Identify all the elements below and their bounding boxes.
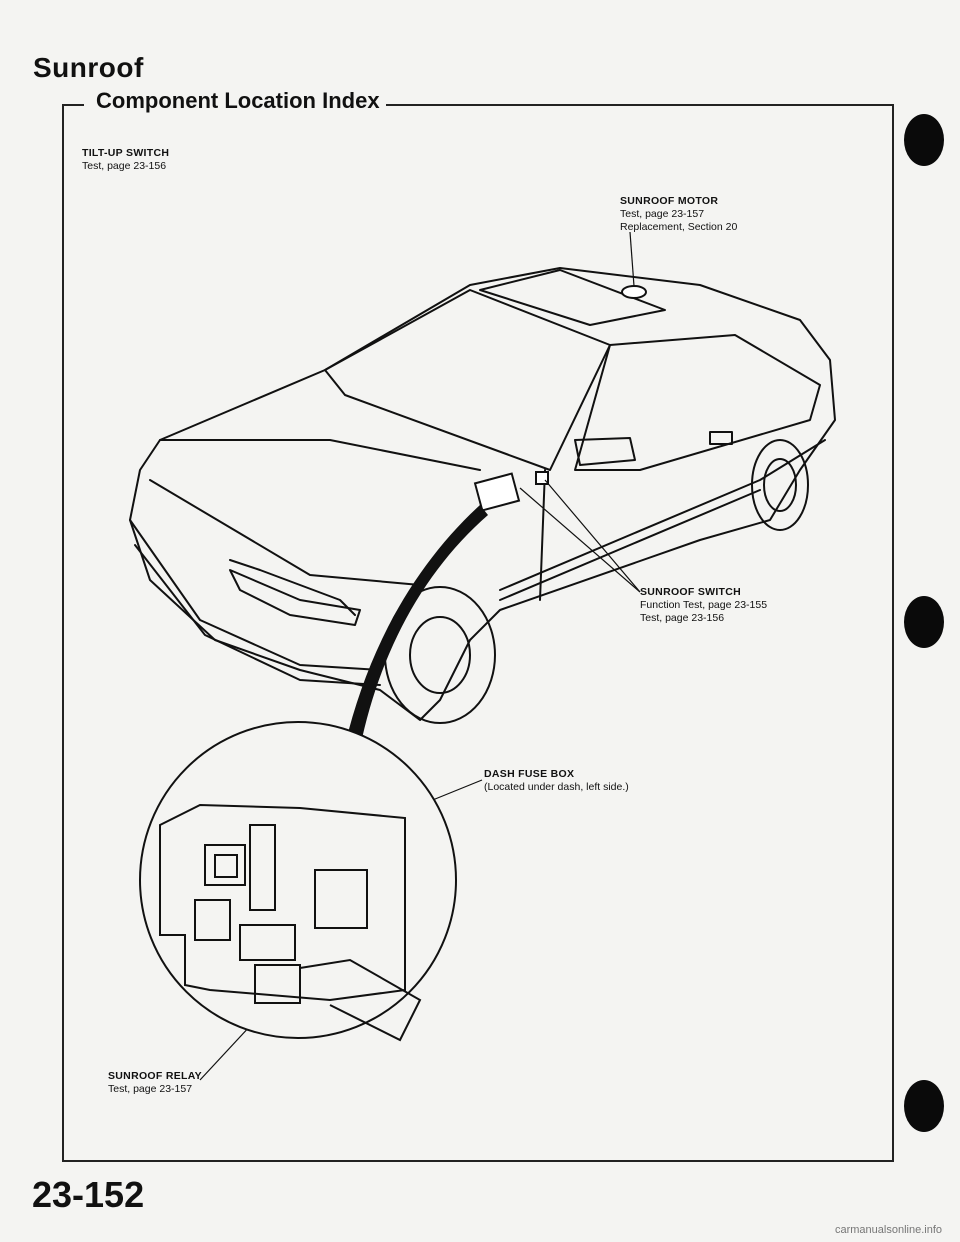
sunroof-motor-ref-test: Test, page 23-157 [620,208,705,220]
dash-fuse-box-label: DASH FUSE BOX [484,768,575,780]
tilt-up-switch-ref: Test, page 23-156 [82,160,167,172]
door-handle-outline [709,431,733,445]
fuse-box-on-car [473,472,521,512]
detail-swoop [345,505,488,748]
detail-circle [139,721,457,1039]
callout-sunroof-switch: SUNROOF SWITCH Function Test, page 23-15… [640,586,767,625]
frame-rule-right [382,104,892,106]
rear-wheel [751,439,809,531]
side-window-outline [574,334,821,471]
headlight-outline [229,569,361,626]
sunroof-glass [479,269,666,326]
tilt-up-switch-label: TILT-UP SWITCH [82,147,170,159]
sunroof-switch-ref-function: Function Test, page 23-155 [640,599,768,611]
sunroof-switch-label: SUNROOF SWITCH [640,586,742,598]
windshield-outline [324,289,611,471]
page-number: 23-152 [32,1174,145,1215]
binder-hole-marker [904,1080,944,1132]
sunroof-switch-ref-test: Test, page 23-156 [640,612,725,624]
watermark: carmanualsonline.info [834,1224,942,1236]
binder-hole-marker [904,596,944,648]
fuse-box-detail [159,803,406,1002]
frame-rule-left [62,104,84,106]
callout-tilt-up-switch: TILT-UP SWITCH Test, page 23-156 [82,147,169,173]
mirror-outline [574,437,636,466]
sunroof-relay-label: SUNROOF RELAY [108,1070,202,1082]
relay-detail [254,964,301,1004]
sunroof-motor-part [621,285,647,299]
sunroof-relay-ref: Test, page 23-157 [108,1083,193,1095]
car-body-outline [129,267,836,721]
dash-fuse-box-ref: (Located under dash, left side.) [484,781,629,793]
sunroof-switch-part [535,471,549,485]
binder-hole-marker [904,114,944,166]
page-title: Sunroof [33,52,144,83]
section-title: Component Location Index [90,88,386,114]
sunroof-motor-ref-replacement: Replacement, Section 20 [620,221,738,233]
content-frame [62,104,894,1162]
callout-sunroof-motor: SUNROOF MOTOR Test, page 23-157 Replacem… [620,195,737,234]
sunroof-motor-label: SUNROOF MOTOR [620,195,719,207]
callout-dash-fuse-box: DASH FUSE BOX (Located under dash, left … [484,768,629,794]
callout-sunroof-relay: SUNROOF RELAY Test, page 23-157 [108,1070,202,1096]
